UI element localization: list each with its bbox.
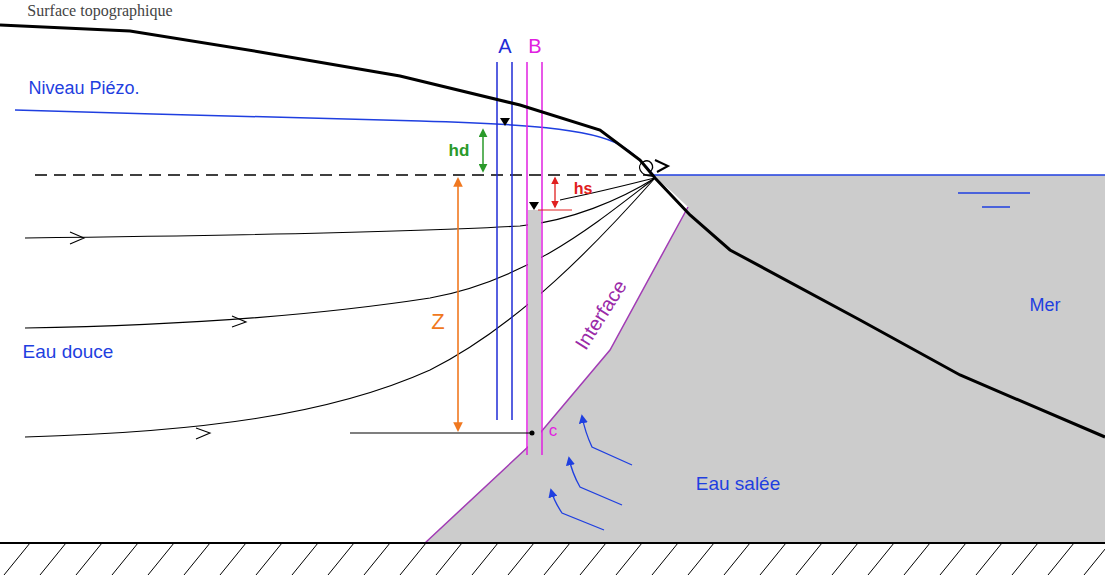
intrusion-arrow [582,416,632,465]
hatch-line [1048,543,1074,575]
hatch-line [112,543,138,575]
fresh-water-label: Eau douce [23,341,114,363]
hatch-line [904,543,930,575]
intrusion-arrow [569,458,622,505]
well-b [527,62,542,455]
water-symbol [958,192,1030,194]
sea-label: Mer [1030,295,1061,316]
hatch-line [580,543,606,575]
well-label: B [528,35,541,58]
hatch-line [76,543,102,575]
hatch-line [508,543,534,575]
hatch-line [796,543,822,575]
flow-line [560,178,655,200]
well-wall [496,62,498,420]
flow-line [25,178,655,328]
hatch-line [940,543,966,575]
flow-line [25,178,655,437]
hatch-line [4,543,30,575]
topographic-surface [0,25,1105,437]
surface-label: Surface topographique [27,2,172,20]
point-label: c [549,421,558,441]
flow-arrowhead [196,428,210,439]
well-wall [541,62,543,455]
interface-line [425,207,688,543]
hatch-line [472,543,498,575]
well-label: A [498,35,511,58]
hatch-line [616,543,642,575]
dimension-label: hd [449,141,470,161]
hatch-line [364,543,390,575]
hatch-line [652,543,678,575]
hatch-line [976,543,1002,575]
water-symbol [982,206,1010,208]
salt-water-label: Eau salée [696,473,781,495]
hatch-line [724,543,750,575]
hatch-line [544,543,570,575]
piezometric-label: Niveau Piézo. [28,78,139,99]
spring-chevron [655,160,668,172]
well-wall [526,62,528,455]
well-a [497,62,512,420]
hatch-line [760,543,786,575]
z-base-line [350,432,530,433]
hs-dimension [554,178,555,207]
hatch-line [400,543,426,575]
intrusion-arrow [551,490,604,530]
hatch-line [832,543,858,575]
hatch-line [256,543,282,575]
hatch-line [220,543,246,575]
hatch-line [868,543,894,575]
dimension-label: hs [574,180,593,198]
hatch-line [328,543,354,575]
hatch-line [1012,543,1038,575]
hatch-line [436,543,462,575]
hd-dimension [482,130,484,171]
base-hatching [4,543,1105,575]
salt-water-arrows [551,416,632,530]
flow-line [25,178,655,238]
dimension-label: Z [431,309,444,334]
well-wall [511,62,513,420]
hs-tick [538,210,572,211]
water-level-mark [500,118,510,126]
impermeable-base [0,542,1105,544]
hatch-line [40,543,66,575]
spring-loop [640,161,653,176]
hatch-line [688,543,714,575]
salt-water-column [528,210,541,455]
interface-label: Interface [570,276,631,354]
hatch-line [148,543,174,575]
hatch-line [184,543,210,575]
spring-symbol [640,160,668,176]
flow-arrowhead [232,316,246,327]
sea-level-line [650,174,1105,176]
water-level-mark [529,202,539,210]
reference-level-dashed [35,174,650,176]
hatch-line [1084,543,1105,575]
point-c [530,431,535,436]
hatch-line [292,543,318,575]
flow-lines [25,178,655,439]
piezometric-line [15,110,655,177]
z-dimension [457,179,459,430]
flow-arrowhead [70,232,84,244]
